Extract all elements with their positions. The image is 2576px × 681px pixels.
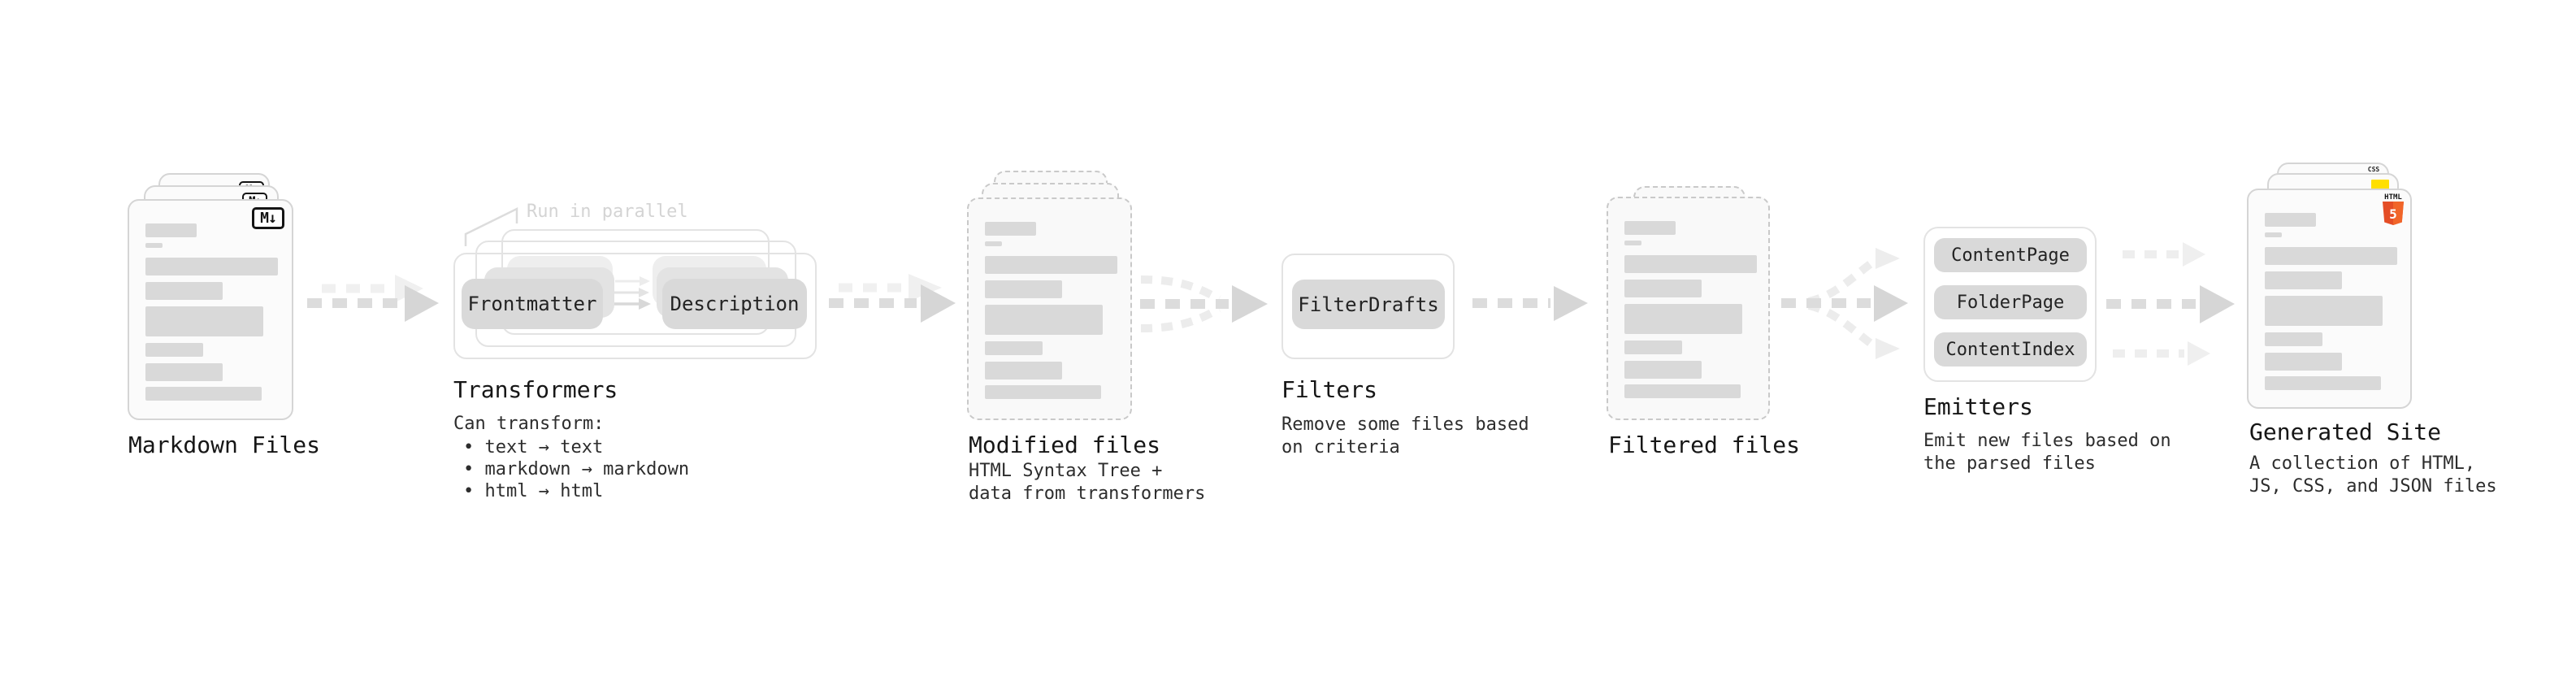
modified-files-stack bbox=[967, 171, 1138, 420]
placeholder-bar bbox=[2265, 376, 2381, 390]
placeholder-bar bbox=[1624, 304, 1742, 334]
generated-site-desc: A collection of HTML, bbox=[2249, 453, 2476, 474]
filters-label: Filters bbox=[1281, 376, 1378, 403]
html5-shield-icon: 5 bbox=[2383, 202, 2404, 225]
placeholder-bar bbox=[145, 343, 203, 357]
css-badge-label: CSS bbox=[2367, 166, 2380, 173]
placeholder-bar bbox=[145, 243, 163, 248]
transformers-desc-heading: Can transform: bbox=[453, 414, 605, 434]
markdown-icon: M↓ bbox=[252, 207, 284, 229]
generated-site-stack: CSS HTML 5 bbox=[2247, 163, 2413, 409]
placeholder-bar bbox=[2265, 271, 2342, 289]
placeholder-bar bbox=[1624, 361, 1702, 379]
placeholder-bar bbox=[2265, 232, 2282, 237]
filtered-file-card-front bbox=[1607, 197, 1770, 420]
file-content-placeholder bbox=[2265, 213, 2397, 407]
file-content-placeholder bbox=[1624, 221, 1757, 419]
placeholder-bar bbox=[1624, 221, 1676, 235]
modified-files-desc: HTML Syntax Tree + bbox=[969, 461, 1163, 481]
placeholder-bar bbox=[2265, 296, 2383, 326]
filters-desc: on criteria bbox=[1281, 437, 1400, 458]
generated-site-desc: JS, CSS, and JSON files bbox=[2249, 476, 2497, 497]
contentindex-pill: ContentIndex bbox=[1934, 332, 2087, 367]
arrow-markdown-to-transformers bbox=[307, 275, 439, 322]
markdown-files-label: Markdown Files bbox=[128, 432, 321, 458]
js-file-badge bbox=[2371, 180, 2389, 190]
placeholder-bar bbox=[985, 280, 1062, 298]
placeholder-bar bbox=[2265, 213, 2316, 227]
placeholder-bar bbox=[985, 305, 1103, 335]
transformer-box-front bbox=[453, 253, 817, 359]
filtered-files-label: Filtered files bbox=[1608, 432, 1801, 458]
placeholder-bar bbox=[145, 387, 262, 401]
markdown-file-card-front: M↓ bbox=[128, 199, 293, 420]
contentpage-pill: ContentPage bbox=[1934, 238, 2087, 272]
filtered-files-stack bbox=[1607, 186, 1773, 420]
transformers-bullet: • html → html bbox=[463, 481, 604, 501]
arrow-emitters-to-site bbox=[2106, 242, 2235, 366]
placeholder-bar bbox=[145, 363, 223, 381]
modified-file-card-front bbox=[967, 197, 1132, 420]
generated-site-label: Generated Site bbox=[2249, 419, 2442, 445]
folderpage-pill: FolderPage bbox=[1934, 285, 2087, 319]
emitters-label: Emitters bbox=[1923, 393, 2033, 420]
placeholder-bar bbox=[2265, 247, 2397, 265]
placeholder-bar bbox=[985, 222, 1036, 236]
html5-logo-label: HTML bbox=[2384, 193, 2402, 202]
run-in-parallel-note: Run in parallel bbox=[527, 202, 688, 222]
arrow-filtered-to-emitters-split bbox=[1781, 248, 1908, 359]
arrow-filters-to-filtered bbox=[1472, 286, 1588, 321]
site-file-card-html: HTML 5 bbox=[2247, 189, 2412, 409]
filters-desc: Remove some files based bbox=[1281, 414, 1529, 435]
placeholder-bar bbox=[145, 282, 223, 300]
transformers-label: Transformers bbox=[453, 376, 618, 403]
transformers-bullet: • markdown → markdown bbox=[463, 459, 690, 479]
placeholder-bar bbox=[145, 306, 263, 336]
frontmatter-pill: Frontmatter bbox=[462, 279, 603, 329]
file-content-placeholder bbox=[145, 223, 278, 419]
placeholder-bar bbox=[145, 258, 278, 275]
placeholder-bar bbox=[1624, 241, 1641, 245]
html5-logo: HTML 5 bbox=[2383, 194, 2404, 228]
svg-text:5: 5 bbox=[2389, 206, 2397, 222]
filterdrafts-pill: FilterDrafts bbox=[1292, 280, 1445, 329]
arrow-transformers-to-modified bbox=[829, 274, 956, 323]
placeholder-bar bbox=[1624, 384, 1741, 398]
placeholder-bar bbox=[1624, 255, 1757, 273]
arrow-modified-to-filters-merge bbox=[1140, 275, 1268, 332]
placeholder-bar bbox=[145, 223, 197, 237]
placeholder-bar bbox=[1624, 280, 1702, 297]
emitters-desc: Emit new files based on bbox=[1923, 431, 2171, 451]
markdown-files-stack: M↓ M↓ M↓ bbox=[128, 171, 316, 420]
placeholder-bar bbox=[985, 385, 1101, 399]
placeholder-bar bbox=[985, 241, 1002, 246]
description-pill: Description bbox=[662, 279, 807, 329]
placeholder-bar bbox=[985, 341, 1043, 355]
placeholder-bar bbox=[985, 362, 1062, 380]
emitters-desc: the parsed files bbox=[1923, 453, 2096, 474]
file-content-placeholder bbox=[985, 222, 1117, 419]
modified-files-desc: data from transformers bbox=[969, 484, 1206, 504]
placeholder-bar bbox=[1624, 340, 1682, 354]
placeholder-bar bbox=[2265, 353, 2342, 371]
placeholder-bar bbox=[2265, 332, 2322, 346]
transformers-bullet: • text → text bbox=[463, 437, 604, 458]
placeholder-bar bbox=[985, 256, 1117, 274]
modified-files-label: Modified files bbox=[969, 432, 1161, 458]
